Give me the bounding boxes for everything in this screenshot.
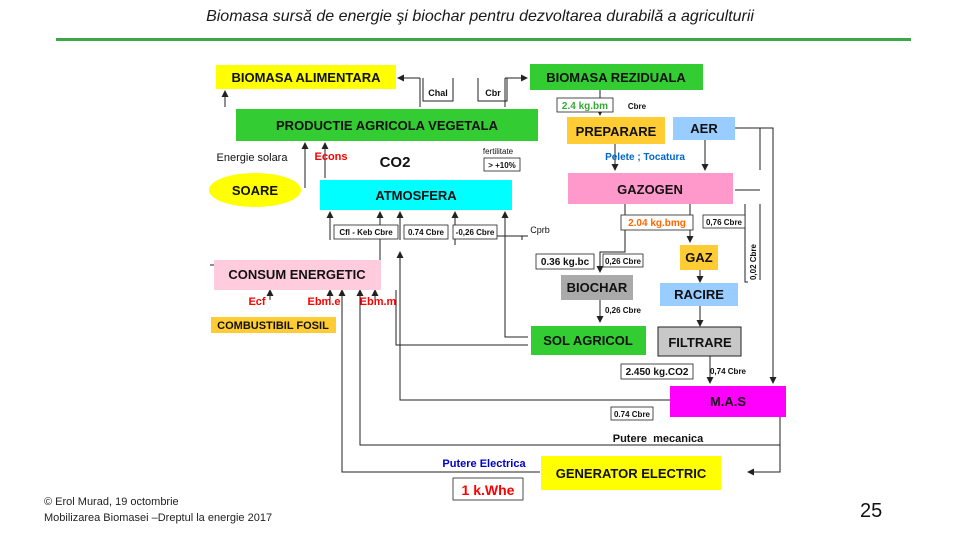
label-econs: Econs [314,151,347,163]
label-generator: GENERATOR ELECTRIC [556,466,707,481]
label-cbre074-a: 0.74 Cbre [408,228,445,237]
consum-box [214,260,381,290]
label-sol: SOL AGRICOL [543,333,633,348]
sol-box [531,326,646,355]
label-cbre002: 0,02 Cbre [749,243,758,280]
label-kg-bmg: 2.04 kg.bmg [628,218,686,229]
label-energie-solara: Energie solara [217,152,289,164]
footer-event: Mobilizarea Biomasei –Dreptul la energie… [44,512,273,524]
footer-author: © Erol Murad, 19 octombrie [44,496,179,508]
aer-box [673,117,735,140]
label-filtrare: FILTRARE [668,335,732,350]
label-preparare: PREPARARE [576,124,657,139]
flow-annotations: Chal Cbr 2.4 kg.bm Cbre fertilitate > +1… [217,88,758,470]
label-cbre026-c: 0,26 Cbre [605,306,642,315]
kg-bm-frame [556,97,614,113]
kg-bc-frame [535,253,595,270]
racire-box [660,283,738,306]
label-chal: Chal [428,88,448,98]
cbre026a-frame [452,224,498,240]
label-mas: M.A.S [710,394,746,409]
label-biomasa-alimentara: BIOMASA ALIMENTARA [231,70,381,85]
label-pelete: Pelete ; Tocatura [605,152,685,163]
kg-bmg-frame [620,214,694,231]
filtrare-box [657,326,742,357]
biochar-box [561,275,633,300]
cbre076-frame [702,214,746,229]
label-biochar: BIOCHAR [567,280,628,295]
label-cbre074-c: 0.74 Cbre [614,410,651,419]
label-combustibil: COMBUSTIBIL FOSIL [217,320,329,332]
soare-ellipse [209,173,301,207]
combustibil-box [211,317,336,333]
label-cbre074-b: 0,74 Cbre [710,367,747,376]
cbre026b-frame [602,253,644,268]
label-gazogen: GAZOGEN [617,182,683,197]
label-cbre076-a: 0,76 Cbre [706,218,743,227]
fert-frame [483,157,521,172]
label-putere-electrica: Putere Electrica [442,458,526,470]
label-ebm-m: Ebm.m [360,296,397,308]
biomasa-alimentara-box [216,65,396,89]
label-ebm-e: Ebm.e [307,296,340,308]
title-underline [56,38,911,41]
cbre074a-frame [403,224,449,240]
kg-co2-frame [620,363,694,380]
productie-box [236,109,538,141]
label-cbre-top: Cbre [628,102,647,111]
generator-box [541,456,721,490]
kwh-frame [452,477,524,501]
label-biomasa-reziduala: BIOMASA REZIDUALA [546,70,686,85]
label-kg-bm: 2.4 kg.bm [562,101,608,112]
label-atmosfera: ATMOSFERA [375,188,457,203]
label-productie: PRODUCTIE AGRICOLA VEGETALA [276,118,499,133]
cfl-frame [333,224,399,240]
page-title: Biomasa sursă de energie şi biochar pent… [206,8,754,25]
label-putere-mecanica: Putere mecanica [613,433,704,445]
label-cbre026-a: -0,26 Cbre [456,228,495,237]
cbre074c-frame [610,406,654,421]
label-fert-pct: > +10% [488,161,516,170]
label-racire: RACIRE [674,287,724,302]
label-kwh: 1 k.Whe [462,482,515,498]
label-cbre026-b: 0,26 Cbre [605,257,642,266]
label-ecf: Ecf [248,296,265,308]
mas-box [670,386,786,417]
biomasa-reziduala-box [530,64,703,90]
label-cfl: Cfl - Keb Cbre [339,228,393,237]
label-aer: AER [690,121,718,136]
label-soare: SOARE [232,183,279,198]
label-co2: CO2 [380,154,411,171]
gazogen-box [568,173,733,204]
footer: © Erol Murad, 19 octombrie Mobilizarea B… [44,494,272,526]
label-kg-bc: 0.36 kg.bc [541,257,590,268]
label-kg-co2: 2.450 kg.CO2 [626,367,689,378]
label-cprb: Cprb [530,225,550,235]
node-boxes [209,64,786,501]
label-gaz: GAZ [685,250,713,265]
label-cbr: Cbr [485,88,501,98]
label-consum: CONSUM ENERGETIC [228,267,366,282]
node-labels: BIOMASA ALIMENTARA BIOMASA REZIDUALA PRO… [217,70,746,498]
gaz-box [680,245,718,270]
atmosfera-box [320,180,512,210]
page-number: 25 [860,500,883,522]
preparare-box [567,117,665,144]
label-fertilitate: fertilitate [483,147,514,156]
